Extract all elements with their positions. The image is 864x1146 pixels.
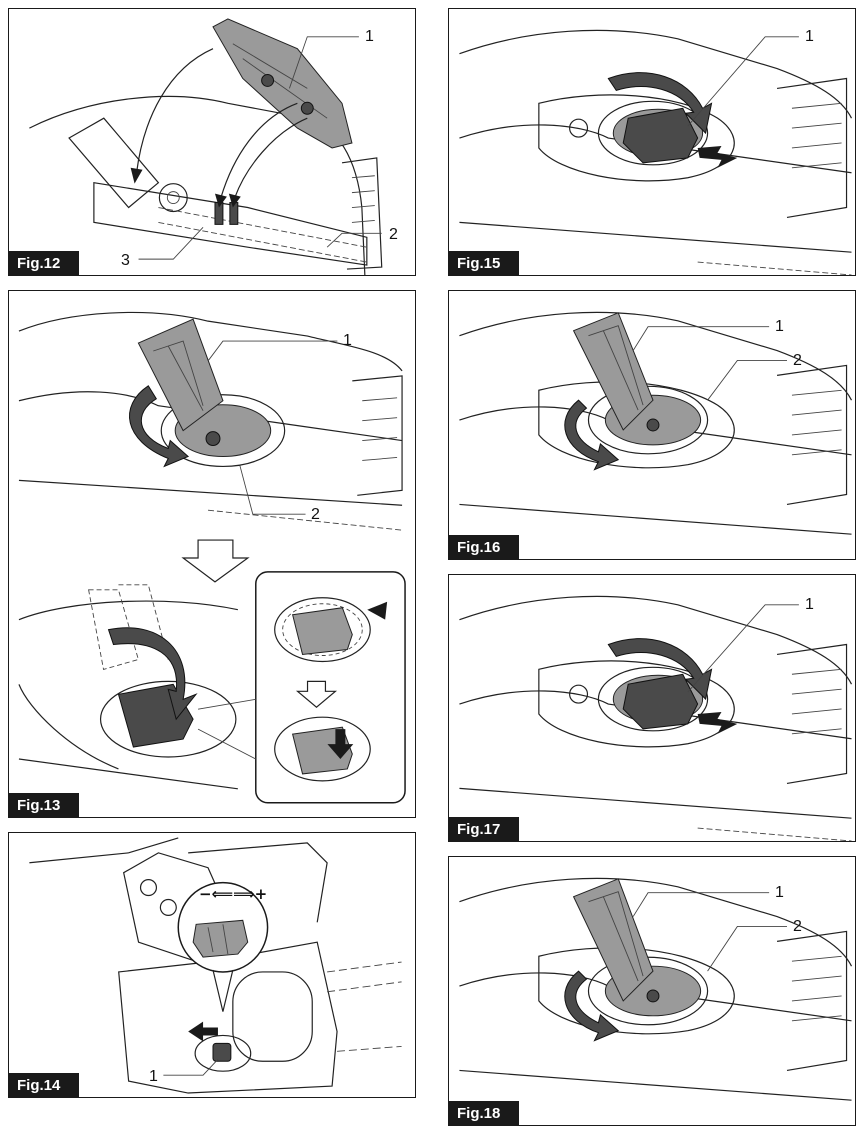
figure-15: 1 Fig.15 <box>448 8 856 276</box>
fig15-callout-1: 1 <box>805 28 814 45</box>
fig16-callout-1: 1 <box>775 318 784 335</box>
fig12-callout-2: 2 <box>389 226 398 243</box>
figure-12: 1 2 3 Fig.12 <box>8 8 416 276</box>
figure-13: 1 2 Fig.13 <box>8 290 416 818</box>
fig12-illustration <box>29 18 383 275</box>
fig16-callout-2: 2 <box>793 352 802 369</box>
fig17-illustration <box>459 595 853 841</box>
fig14-illustration <box>29 837 402 1094</box>
fig16-label: Fig.16 <box>449 535 519 559</box>
figure-17: 1 Fig.17 <box>448 574 856 842</box>
fig12-callout-1: 1 <box>365 28 374 45</box>
fig18-label: Fig.18 <box>449 1101 519 1125</box>
fig15-illustration <box>459 29 853 275</box>
fig14-adjust-symbol: −⟸⟹+ <box>199 885 268 903</box>
fig12-label: Fig.12 <box>9 251 79 275</box>
fig17-callout-1: 1 <box>805 596 814 613</box>
fig13-illustration <box>18 311 406 804</box>
fig13-callout-1: 1 <box>343 332 352 349</box>
fig13-callout-2: 2 <box>311 506 320 523</box>
fig18-callout-1: 1 <box>775 884 784 901</box>
fig13-label: Fig.13 <box>9 793 79 817</box>
figure-16: 1 2 Fig.16 <box>448 290 856 560</box>
fig17-label: Fig.17 <box>449 817 519 841</box>
fig18-callout-2: 2 <box>793 918 802 935</box>
figure-14: −⟸⟹+ 1 Fig.14 <box>8 832 416 1098</box>
fig12-callout-3: 3 <box>121 252 130 269</box>
fig14-label: Fig.14 <box>9 1073 79 1097</box>
fig15-label: Fig.15 <box>449 251 519 275</box>
figure-18: 1 2 Fig.18 <box>448 856 856 1126</box>
fig18-illustration <box>459 877 853 1101</box>
fig14-callout-1: 1 <box>149 1068 158 1085</box>
fig16-illustration <box>459 311 853 535</box>
